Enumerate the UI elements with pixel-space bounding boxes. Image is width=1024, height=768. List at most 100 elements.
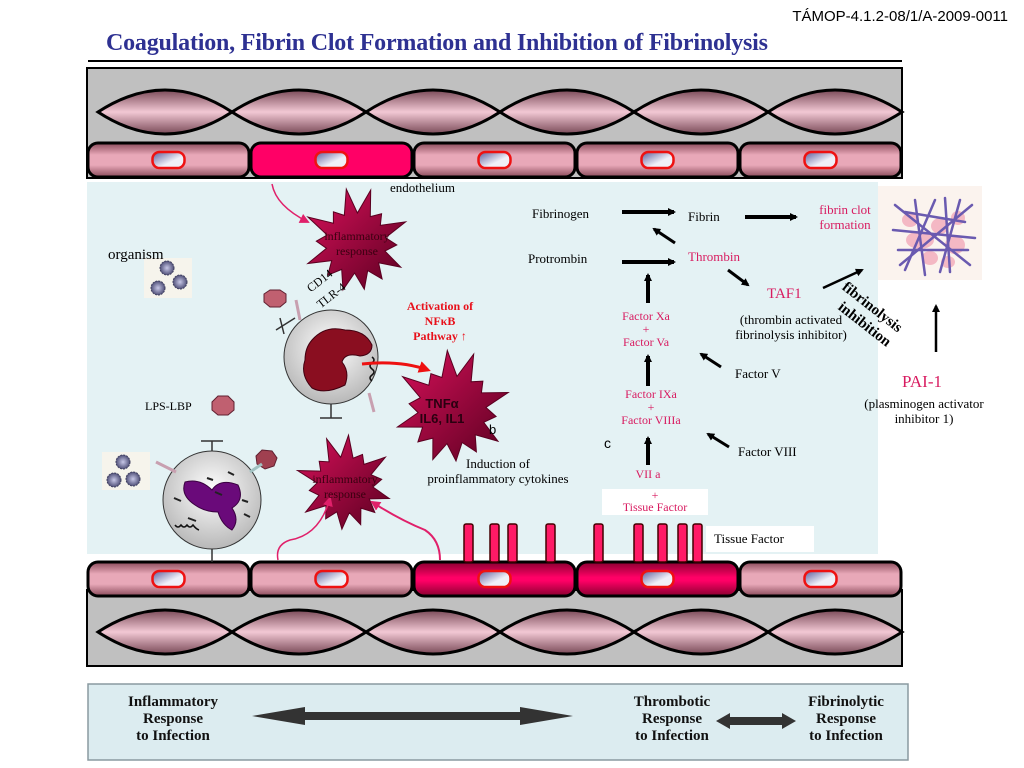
nfkb-line1: Activation of bbox=[406, 299, 474, 313]
tissue-factor-receptor bbox=[463, 523, 474, 563]
summary-right-line2: Response bbox=[815, 711, 876, 727]
summary-left-line2: Response bbox=[142, 711, 203, 727]
factor-viii-arrow bbox=[706, 432, 730, 449]
thrombin-to-taf1-arrow bbox=[727, 268, 750, 287]
inflammatory-bottom-line2: response bbox=[324, 487, 366, 501]
summary-right-line3: to Infection bbox=[809, 728, 883, 744]
cascade-arrows bbox=[622, 208, 940, 465]
factor-ixa-text: Factor IXa bbox=[625, 387, 677, 401]
protrombin-label: Protrombin bbox=[528, 251, 588, 266]
thrombotic-response-summary: Thrombotic Response to Infection bbox=[612, 694, 732, 745]
factor-va-text: Factor Va bbox=[622, 335, 670, 349]
tissue-factor-receptor bbox=[657, 523, 668, 563]
nfkb-line2: NFκB bbox=[424, 314, 456, 328]
marker-c: c bbox=[604, 435, 611, 451]
cell-nucleus bbox=[477, 569, 512, 589]
tissue-factor-label: Tissue Factor bbox=[706, 526, 814, 552]
cell-nucleus bbox=[803, 150, 838, 170]
induction-label: Induction of proinflammatory cytokines bbox=[408, 456, 588, 486]
cd14-receptor-icon bbox=[294, 299, 302, 321]
vessel-wall-bottom bbox=[86, 560, 905, 667]
inflammatory-response-summary: Inflammatory Response to Infection bbox=[108, 694, 238, 745]
cell-nucleus bbox=[151, 150, 186, 170]
organism-bacteria-icon bbox=[144, 258, 192, 298]
cytokine-starburst bbox=[395, 348, 510, 463]
tnf-alpha-text: TNFα bbox=[425, 396, 459, 411]
thrombotic-fibrinolytic-double-arrow bbox=[716, 713, 796, 729]
fibrinogen-label: Fibrinogen bbox=[532, 206, 590, 221]
monocyte-cell bbox=[275, 299, 379, 419]
pai1-description: (plasminogen activator inhibitor 1) bbox=[846, 396, 1002, 426]
pai1-desc-line1: (plasminogen activator bbox=[864, 396, 984, 411]
nfkb-activation-arrow bbox=[361, 361, 431, 373]
summary-mid-line1: Thrombotic bbox=[633, 694, 711, 710]
cytokines-label: TNFα IL6, IL1 bbox=[402, 396, 482, 426]
receptor-icon bbox=[275, 317, 296, 331]
inflammatory-thrombotic-double-arrow bbox=[252, 707, 573, 725]
induction-line1: Induction of bbox=[466, 456, 530, 471]
organism-label: organism bbox=[108, 247, 164, 263]
inflammatory-top-line1: inflammatory bbox=[324, 229, 390, 243]
tissue-factor-text: Tissue Factor bbox=[622, 500, 688, 514]
plus-text: + bbox=[651, 488, 659, 502]
title-rule bbox=[88, 60, 902, 62]
page-title: Coagulation, Fibrin Clot Formation and I… bbox=[106, 30, 768, 56]
factor-xa-va-label: Factor Xa + Factor Va bbox=[604, 310, 688, 349]
fibrin-label: Fibrin bbox=[688, 209, 720, 224]
summary-left-line3: to Infection bbox=[136, 728, 210, 744]
cell-nucleus bbox=[640, 150, 675, 170]
tissue-factor-receptor bbox=[545, 523, 556, 563]
taf1-desc-line1: (thrombin activated bbox=[739, 312, 843, 327]
inflammatory-top-line2: response bbox=[336, 244, 378, 258]
factor-ixa-viiia-label: Factor IXa + Factor VIIIa bbox=[604, 388, 698, 427]
nfkb-activation-label: Activation of NFκB Pathway ↑ bbox=[390, 299, 490, 344]
tissue-factor-receptor bbox=[692, 523, 703, 563]
vessel-wall-top bbox=[86, 67, 905, 179]
fibrin-clot-formation-label: fibrin clot formation bbox=[800, 202, 890, 232]
viia-tissue-factor-label: + Tissue Factor bbox=[602, 489, 708, 515]
lps-lbp-label: LPS-LBP bbox=[145, 399, 192, 413]
pai1-label: PAI-1 bbox=[902, 372, 942, 391]
viia-text: VII a bbox=[635, 467, 661, 481]
factor-v-label: Factor V bbox=[735, 366, 781, 381]
tissue-factor-receptor bbox=[507, 523, 518, 563]
endothelium-to-inflammation-arrow bbox=[271, 183, 310, 223]
clot-line1: fibrin clot bbox=[819, 202, 871, 217]
inflammatory-response-starburst-bottom bbox=[295, 433, 391, 531]
inflammatory-response-starburst-top bbox=[306, 187, 408, 292]
activated-endothelium-arrow bbox=[370, 500, 441, 561]
thrombin-label: Thrombin bbox=[688, 249, 740, 264]
cell-nucleus bbox=[314, 569, 349, 589]
summary-mid-line2: Response bbox=[641, 711, 702, 727]
clot-line2: formation bbox=[819, 217, 871, 232]
summary-right-line1: Fibrinolytic bbox=[808, 694, 884, 710]
factor-xa-text: Factor Xa bbox=[622, 309, 670, 323]
nfkb-line3: Pathway ↑ bbox=[413, 329, 467, 343]
tissue-factor-receptor bbox=[593, 523, 604, 563]
il6-il1-text: IL6, IL1 bbox=[419, 411, 465, 426]
tissue-factor-receptor bbox=[489, 523, 500, 563]
taf1-to-clot-arrow bbox=[822, 268, 864, 290]
tissue-factor-receptor bbox=[633, 523, 644, 563]
inflammatory-response-top-label: inflammatory response bbox=[312, 229, 402, 259]
cell-nucleus bbox=[640, 569, 675, 589]
cell-nucleus bbox=[314, 150, 349, 170]
endothelium-to-inflammation-arrow-2 bbox=[276, 496, 333, 561]
marker-b: b bbox=[489, 422, 497, 437]
taf1-desc-line2: fibrinolysis inhibitor) bbox=[735, 327, 847, 342]
inflammatory-response-bottom-label: inflammatory response bbox=[300, 472, 390, 502]
cell-nucleus bbox=[803, 569, 838, 589]
neutrophil-cell bbox=[155, 440, 263, 562]
inflammatory-bottom-line1: inflammatory bbox=[312, 472, 378, 486]
lps-lbp-hexagon-icon bbox=[263, 289, 287, 308]
factor-viii-label: Factor VIII bbox=[738, 444, 797, 459]
squiggle-icon bbox=[369, 356, 375, 382]
taf1-description: (thrombin activated fibrinolysis inhibit… bbox=[716, 312, 866, 342]
pai1-desc-line2: inhibitor 1) bbox=[894, 411, 954, 426]
fibrinolytic-response-summary: Fibrinolytic Response to Infection bbox=[786, 694, 906, 745]
endothelium-label: endothelium bbox=[390, 180, 455, 195]
project-code: TÁMOP-4.1.2-08/1/A-2009-0011 bbox=[792, 8, 1008, 25]
bacteria-cluster-icon bbox=[102, 452, 150, 490]
plus-text: + bbox=[647, 400, 655, 414]
